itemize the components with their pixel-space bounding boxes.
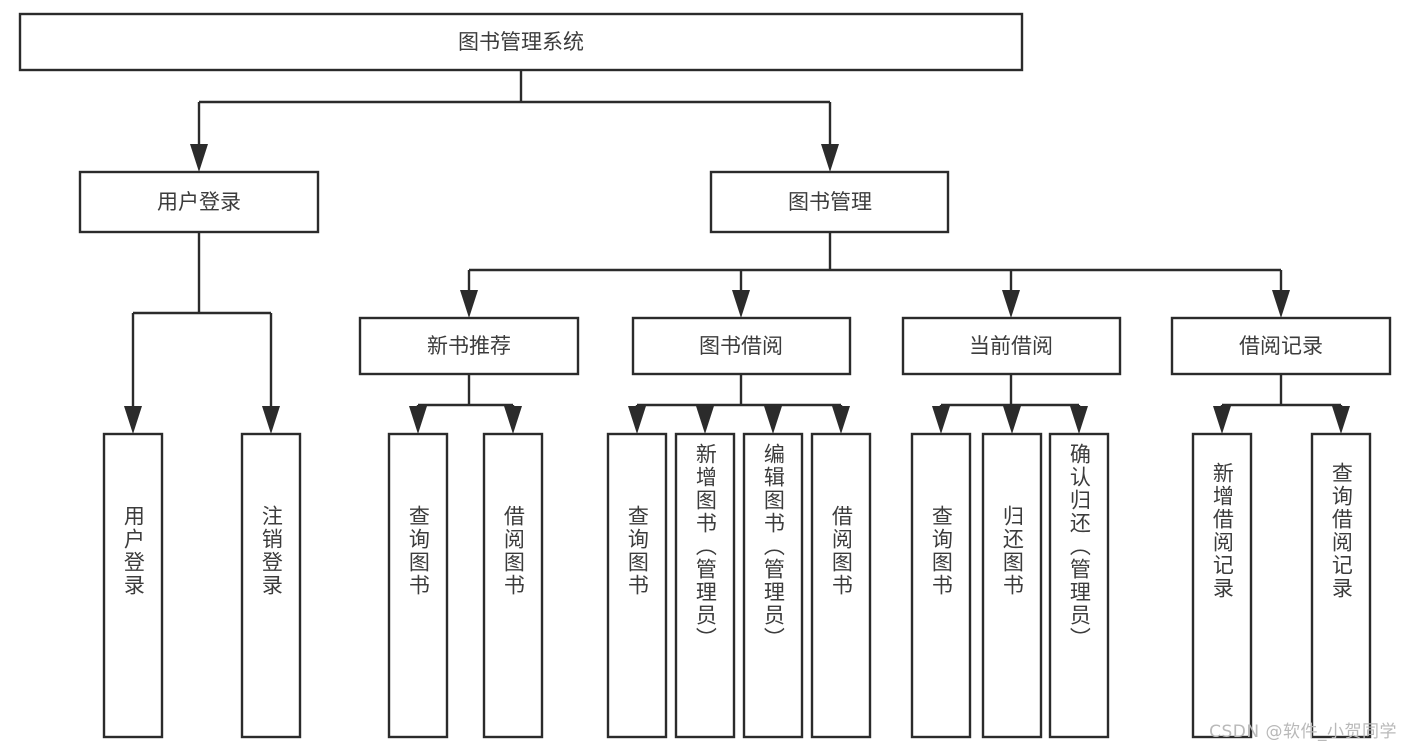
connector-borrow-record-to-leaves — [1213, 374, 1350, 434]
node-borrow-record-label: 借阅记录 — [1239, 334, 1323, 358]
arrow-head-icon — [504, 406, 522, 434]
arrow-head-icon — [821, 144, 839, 172]
leaf-box-add-borrow-record[interactable] — [1191, 432, 1253, 739]
node-user-login-box[interactable] — [78, 170, 320, 234]
leaf-node-boxes — [102, 432, 1372, 739]
node-book-borrow[interactable]: 图书借阅 — [631, 316, 852, 376]
leaf-box-confirm-return-admin[interactable] — [1048, 432, 1110, 739]
arrow-head-icon — [932, 406, 950, 434]
arrow-head-icon — [1070, 406, 1088, 434]
node-borrow-record-box[interactable] — [1170, 316, 1392, 376]
leaf-box-query-book-borrow[interactable] — [606, 432, 668, 739]
arrow-head-icon — [1332, 406, 1350, 434]
arrow-head-icon — [732, 290, 750, 318]
leaf-box-return-book[interactable] — [981, 432, 1043, 739]
leaf-box-edit-book-admin[interactable] — [742, 432, 804, 739]
node-book-borrow-box[interactable] — [631, 316, 852, 376]
csdn-watermark: CSDN @软件_小贺同学 — [1209, 722, 1397, 742]
arrow-head-icon — [832, 406, 850, 434]
node-root-box[interactable] — [18, 12, 1024, 72]
arrow-head-icon — [764, 406, 782, 434]
leaf-box-add-book-admin[interactable] — [674, 432, 736, 739]
node-borrow-record[interactable]: 借阅记录 — [1170, 316, 1392, 376]
node-new-book-recommend[interactable]: 新书推荐 — [358, 316, 580, 376]
node-book-management[interactable]: 图书管理 — [709, 170, 950, 234]
leaf-box-logout[interactable] — [240, 432, 302, 739]
arrow-head-icon — [1003, 406, 1021, 434]
arrow-head-icon — [1213, 406, 1231, 434]
node-user-login-label: 用户登录 — [157, 190, 241, 214]
arrow-head-icon — [460, 290, 478, 318]
arrow-head-icon — [124, 406, 142, 434]
connector-book-mgmt-to-level3 — [460, 232, 1290, 318]
node-book-borrow-label: 图书借阅 — [699, 334, 783, 358]
node-current-borrow-box[interactable] — [901, 316, 1122, 376]
node-new-book-recommend-box[interactable] — [358, 316, 580, 376]
connector-new-book-rec-to-leaves — [409, 374, 522, 434]
leaf-box-borrow-book-rec[interactable] — [482, 432, 544, 739]
connector-current-borrow-to-leaves — [932, 374, 1088, 434]
connector-root-to-level2 — [190, 70, 839, 172]
arrow-head-icon — [409, 406, 427, 434]
node-new-book-recommend-label: 新书推荐 — [427, 334, 511, 358]
node-root-label: 图书管理系统 — [458, 30, 584, 54]
leaf-box-query-book-rec[interactable] — [387, 432, 449, 739]
node-current-borrow-label: 当前借阅 — [969, 334, 1053, 358]
arrow-head-icon — [696, 406, 714, 434]
node-user-login[interactable]: 用户登录 — [78, 170, 320, 234]
leaf-box-borrow-book[interactable] — [810, 432, 872, 739]
arrow-head-icon — [262, 406, 280, 434]
leaf-box-query-book-current[interactable] — [910, 432, 972, 739]
arrow-head-icon — [1272, 290, 1290, 318]
node-root-system[interactable]: 图书管理系统 — [18, 12, 1024, 72]
leaf-box-query-borrow-record[interactable] — [1310, 432, 1372, 739]
arrow-head-icon — [1002, 290, 1020, 318]
leaf-box-user-login[interactable] — [102, 432, 164, 739]
arrow-head-icon — [628, 406, 646, 434]
node-book-management-label: 图书管理 — [788, 190, 872, 214]
connector-user-login-to-leaves — [124, 232, 280, 434]
node-current-borrow[interactable]: 当前借阅 — [901, 316, 1122, 376]
node-book-management-box[interactable] — [709, 170, 950, 234]
arrow-head-icon — [190, 144, 208, 172]
connector-book-borrow-to-leaves — [628, 374, 850, 434]
